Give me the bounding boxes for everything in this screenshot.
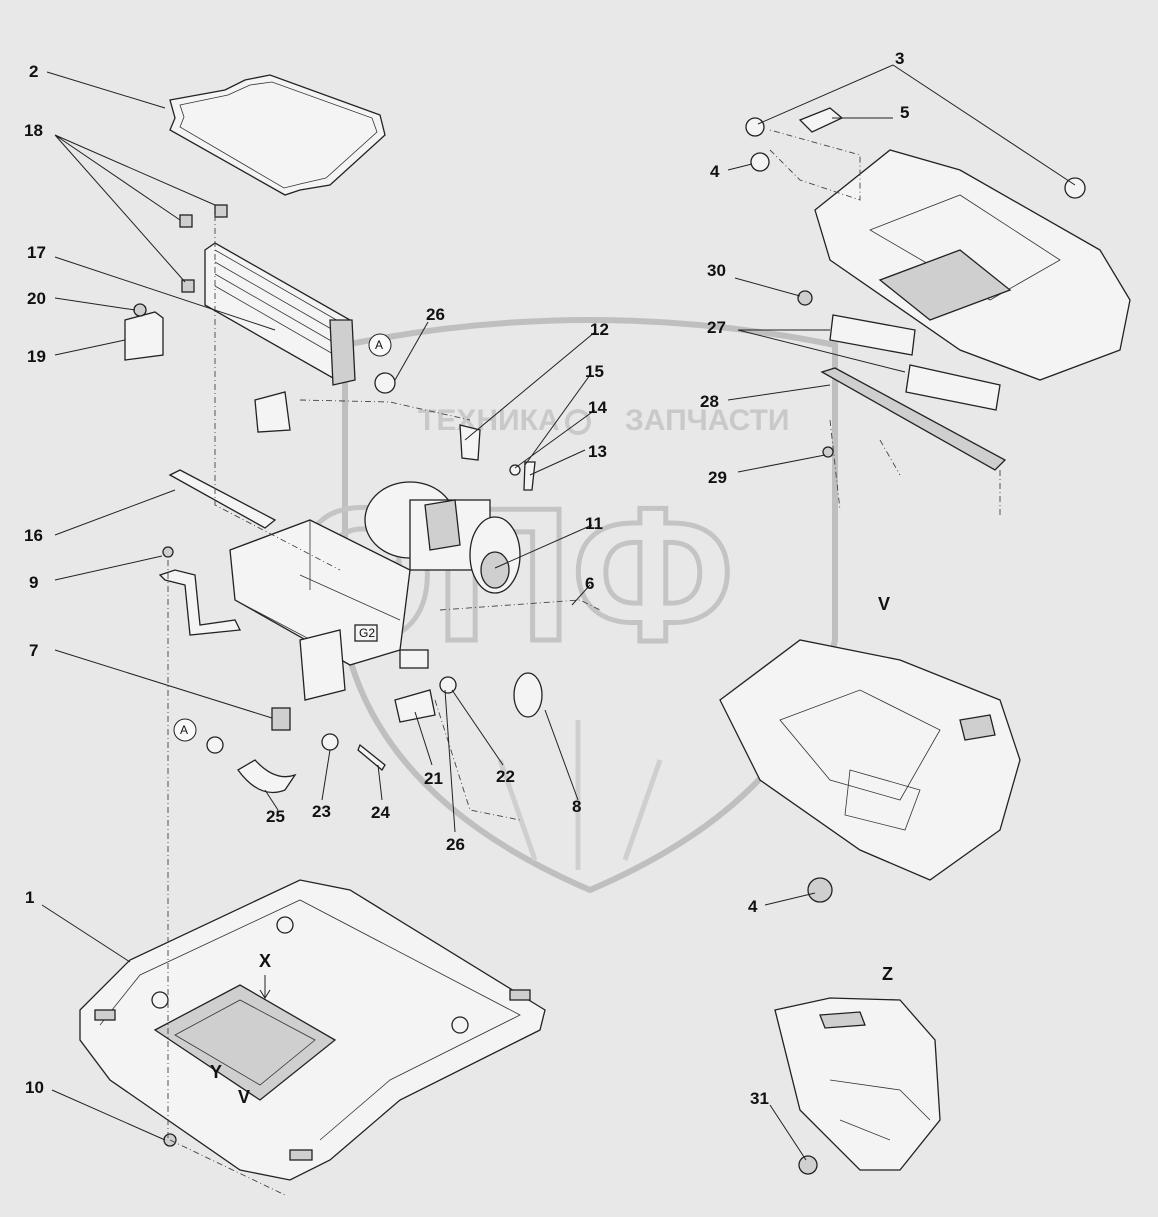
detail-label-a2: A [180, 723, 188, 737]
view-arrow-v: V [238, 1087, 250, 1107]
screw-part [133, 303, 147, 317]
bracket-part [124, 311, 164, 361]
callout-20: 20 [27, 289, 46, 308]
callout-6: 6 [585, 574, 594, 593]
watermark-gear-icon [565, 409, 591, 435]
housing-part: G2 [229, 519, 411, 701]
callout-19: 19 [27, 347, 46, 366]
callout-2: 2 [29, 62, 38, 81]
grommet-part [513, 672, 543, 718]
screw-part-2 [822, 446, 834, 458]
callout-4-bottom: 4 [748, 897, 758, 916]
clamp-part-2 [321, 733, 339, 751]
clip-part [459, 424, 481, 461]
valve-part [394, 689, 436, 723]
filter-part-2 [905, 364, 1001, 411]
callout-8: 8 [572, 797, 581, 816]
callout-15: 15 [585, 362, 604, 381]
callout-14: 14 [588, 398, 607, 417]
roof-panel-part [79, 879, 546, 1181]
frame-part [158, 569, 242, 636]
leader-lines [41, 64, 1076, 1161]
detail-circle-a1 [368, 333, 392, 357]
callout-29: 29 [708, 468, 727, 487]
view-arrow-y: Y [210, 1062, 222, 1082]
view-v-title: V [878, 594, 890, 614]
callout-9: 9 [29, 573, 38, 592]
view-v-detail [719, 639, 1021, 903]
callout-30: 30 [707, 261, 726, 280]
detail-circle-a2 [173, 718, 197, 742]
clamp-part-3 [439, 676, 457, 694]
washer-part [509, 464, 521, 476]
seal-strip-part [168, 469, 277, 529]
callout-28: 28 [700, 392, 719, 411]
callout-13: 13 [588, 442, 607, 461]
callout-4-top: 4 [710, 162, 720, 181]
callout-1: 1 [25, 888, 34, 907]
roof-cover-part [745, 107, 1131, 381]
grille-part [820, 367, 1007, 471]
callout-31: 31 [750, 1089, 769, 1108]
blower-motor-part [364, 481, 521, 594]
view-arrow-x: X [259, 951, 271, 971]
callout-21: 21 [424, 769, 443, 788]
filter-part [829, 314, 916, 356]
bracket-part-2 [254, 391, 291, 433]
callout-5: 5 [900, 103, 909, 122]
bracket-part-3 [523, 461, 536, 491]
callout-12: 12 [590, 320, 609, 339]
watermark-right-text: ЗАПЧАСТИ [625, 404, 789, 437]
view-z-title: Z [882, 964, 893, 984]
callout-7: 7 [29, 641, 38, 660]
box-tag: G2 [359, 626, 375, 640]
callout-3: 3 [895, 49, 904, 68]
callout-27: 27 [707, 318, 726, 337]
callout-17: 17 [27, 243, 46, 262]
callout-18: 18 [24, 121, 43, 140]
callout-23: 23 [312, 802, 331, 821]
callout-16: 16 [24, 526, 43, 545]
bolt-part-2 [357, 743, 386, 771]
callout-22: 22 [496, 767, 515, 786]
gasket-part [169, 74, 386, 196]
watermark-wheat-icon [497, 720, 663, 870]
pipe-part [399, 649, 429, 669]
clamp-part [206, 736, 224, 754]
callout-11: 11 [585, 514, 603, 533]
callout-numbers: 2 18 17 20 19 26 12 15 14 13 16 9 11 6 7… [24, 49, 909, 1108]
callout-26-bottom: 26 [446, 835, 465, 854]
callout-26-top: 26 [426, 305, 445, 324]
connector-part [271, 707, 291, 731]
callout-25: 25 [266, 807, 285, 826]
hose-clamp-part [374, 372, 396, 394]
hose-part [237, 759, 297, 794]
callout-24: 24 [371, 803, 390, 822]
callout-10: 10 [25, 1078, 44, 1097]
detail-label-a1: A [375, 338, 383, 352]
view-z-detail [774, 997, 941, 1175]
bolt-part [162, 546, 174, 558]
heater-core-part [179, 204, 356, 386]
